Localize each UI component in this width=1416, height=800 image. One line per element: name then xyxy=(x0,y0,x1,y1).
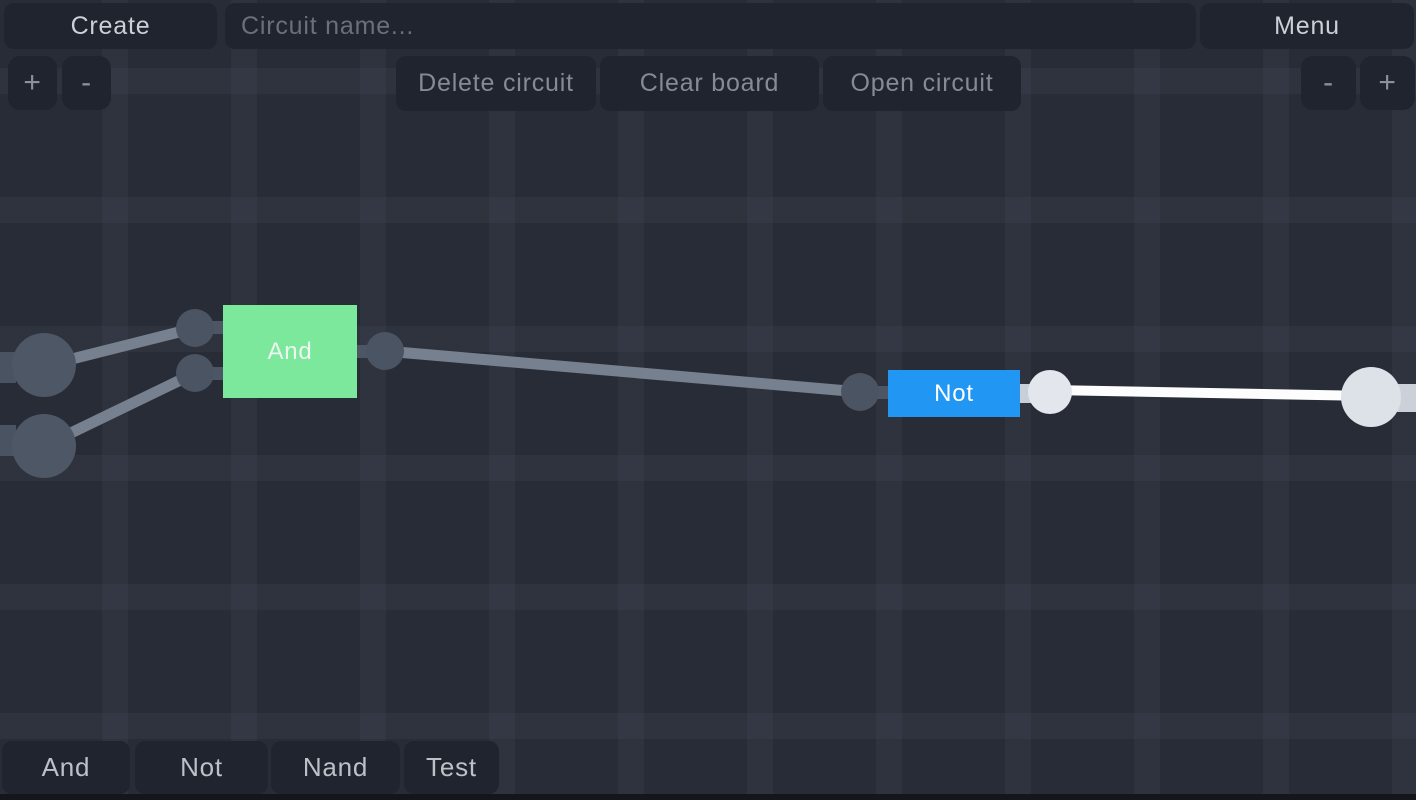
wire-and-to-not[interactable] xyxy=(384,345,861,398)
circuit-name-input[interactable] xyxy=(225,3,1196,49)
and-gate[interactable]: And xyxy=(223,305,357,398)
clear-board-button[interactable]: Clear board xyxy=(600,56,819,111)
and-output-node[interactable] xyxy=(366,332,404,370)
delete-circuit-button[interactable]: Delete circuit xyxy=(396,56,596,111)
and-input-node-1[interactable] xyxy=(176,309,214,347)
wire-not-to-output[interactable] xyxy=(1049,385,1372,401)
not-output-node[interactable] xyxy=(1028,370,1072,414)
input-terminal-2[interactable] xyxy=(12,414,76,478)
zoom-out-button-left[interactable]: - xyxy=(62,56,111,110)
not-gate[interactable]: Not xyxy=(888,370,1020,417)
not-input-node[interactable] xyxy=(841,373,879,411)
and-input-node-2[interactable] xyxy=(176,354,214,392)
menu-button[interactable]: Menu xyxy=(1200,3,1414,49)
palette-test-button[interactable]: Test xyxy=(404,741,499,794)
input-terminal-stub-1 xyxy=(0,352,16,383)
input-terminal-1[interactable] xyxy=(12,333,76,397)
and-gate-label: And xyxy=(267,337,313,365)
output-terminal-stub xyxy=(1396,384,1416,412)
palette-not-button[interactable]: Not xyxy=(135,741,268,794)
zoom-in-button-right[interactable]: + xyxy=(1360,56,1415,110)
zoom-out-button-right[interactable]: - xyxy=(1301,56,1356,110)
open-circuit-button[interactable]: Open circuit xyxy=(823,56,1021,111)
palette-nand-button[interactable]: Nand xyxy=(271,741,400,794)
zoom-in-button-left[interactable]: + xyxy=(8,56,57,110)
bottom-edge-strip xyxy=(0,794,1416,800)
input-terminal-stub-2 xyxy=(0,425,16,456)
palette-and-button[interactable]: And xyxy=(2,741,130,794)
create-button[interactable]: Create xyxy=(4,3,217,49)
output-terminal[interactable] xyxy=(1341,367,1401,427)
not-gate-label: Not xyxy=(934,379,974,407)
